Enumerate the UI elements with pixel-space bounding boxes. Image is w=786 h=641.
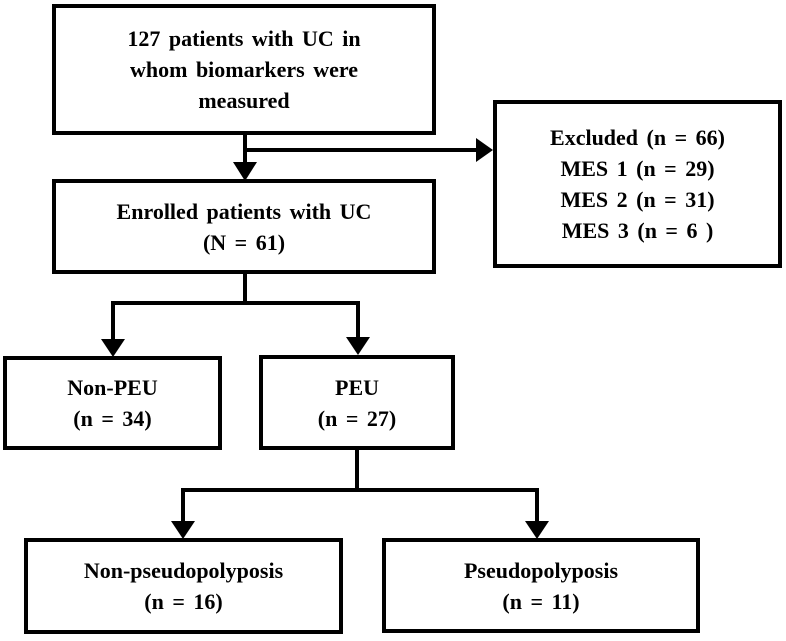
node-patients-measured: 127 patients with UC in whom biomarkers … (52, 4, 436, 135)
node-pseudopolyposis: Pseudopolyposis (n = 11) (382, 538, 700, 633)
node-enrolled: Enrolled patients with UC (N = 61) (52, 179, 436, 274)
node-enrolled-label: Enrolled patients with UC (N = 61) (116, 198, 372, 255)
node-excluded-label: Excluded (n = 66) MES 1 (n = 29) MES 2 (… (550, 125, 725, 243)
node-peu-label: PEU (n = 27) (317, 374, 397, 431)
arrow-split-to-non-pseudopolyposis (171, 488, 195, 539)
arrow-top-to-enrolled (233, 133, 257, 181)
arrow-split-to-peu (346, 301, 370, 355)
connector-peu-split (181, 448, 539, 492)
node-non-pseudopolyposis-label: Non-pseudopolyposis (n = 16) (83, 558, 284, 614)
node-pseudopolyposis-label: Pseudopolyposis (n = 11) (463, 557, 619, 614)
arrow-split-to-pseudopolyposis (525, 488, 549, 539)
node-patients-measured-label: 127 patients with UC in whom biomarkers … (127, 26, 361, 113)
node-non-peu-label: Non-PEU (n = 34) (67, 375, 158, 431)
arrow-split-to-non-peu (101, 301, 125, 357)
node-non-peu: Non-PEU (n = 34) (3, 356, 222, 450)
node-peu: PEU (n = 27) (259, 355, 455, 450)
arrow-top-to-excluded (243, 138, 493, 162)
connector-enrolled-split (111, 273, 360, 305)
node-non-pseudopolyposis: Non-pseudopolyposis (n = 16) (24, 538, 343, 634)
node-excluded: Excluded (n = 66) MES 1 (n = 29) MES 2 (… (493, 100, 782, 268)
